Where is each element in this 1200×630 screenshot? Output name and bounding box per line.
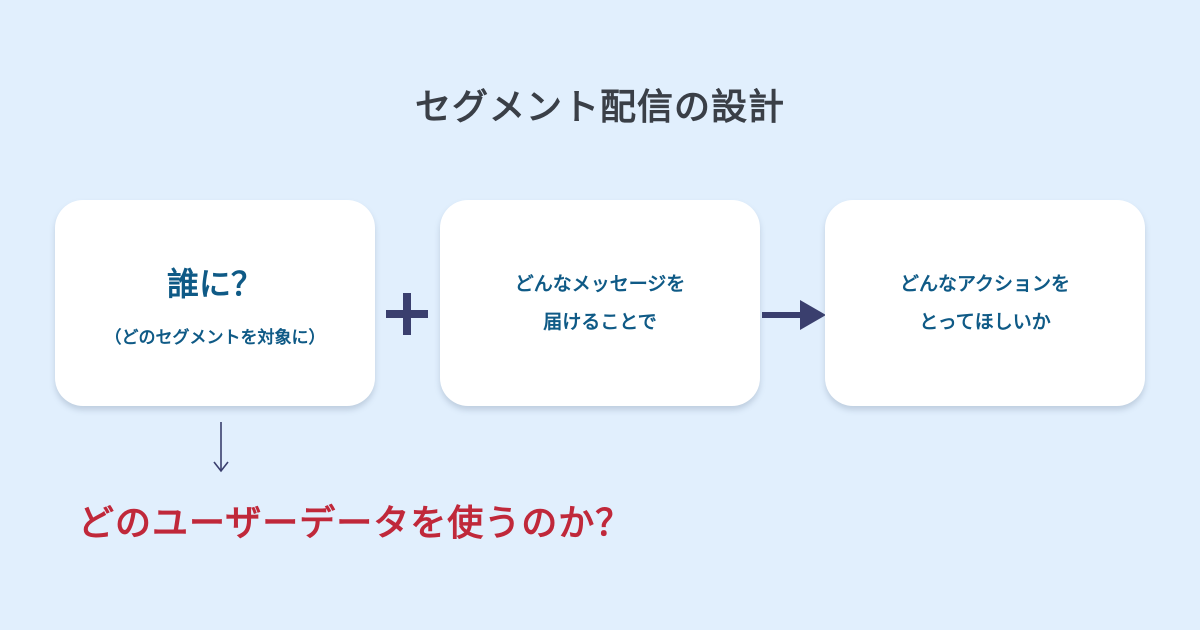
card-action-line-1: どんなアクションを: [899, 273, 1071, 295]
card-action: どんなアクションを とってほしいか: [825, 200, 1145, 406]
card-who-heading: 誰に？: [166, 264, 263, 303]
card-who-subtext: （どのセグメントを対象に）: [104, 327, 326, 348]
card-action-line-2: とってほしいか: [919, 311, 1051, 333]
arrow-down-icon: [213, 422, 229, 473]
card-who: 誰に？ （どのセグメントを対象に）: [55, 200, 375, 406]
card-message-line-2: 届けることで: [543, 311, 657, 333]
card-message: どんなメッセージを 届けることで: [440, 200, 760, 406]
question-text: どのユーザーデータを使うのか？: [78, 503, 633, 544]
card-message-line-1: どんなメッセージを: [514, 273, 686, 295]
diagram-title: セグメント配信の設計: [414, 87, 785, 128]
arrow-right-icon: [762, 300, 826, 330]
plus-icon: [386, 293, 428, 335]
